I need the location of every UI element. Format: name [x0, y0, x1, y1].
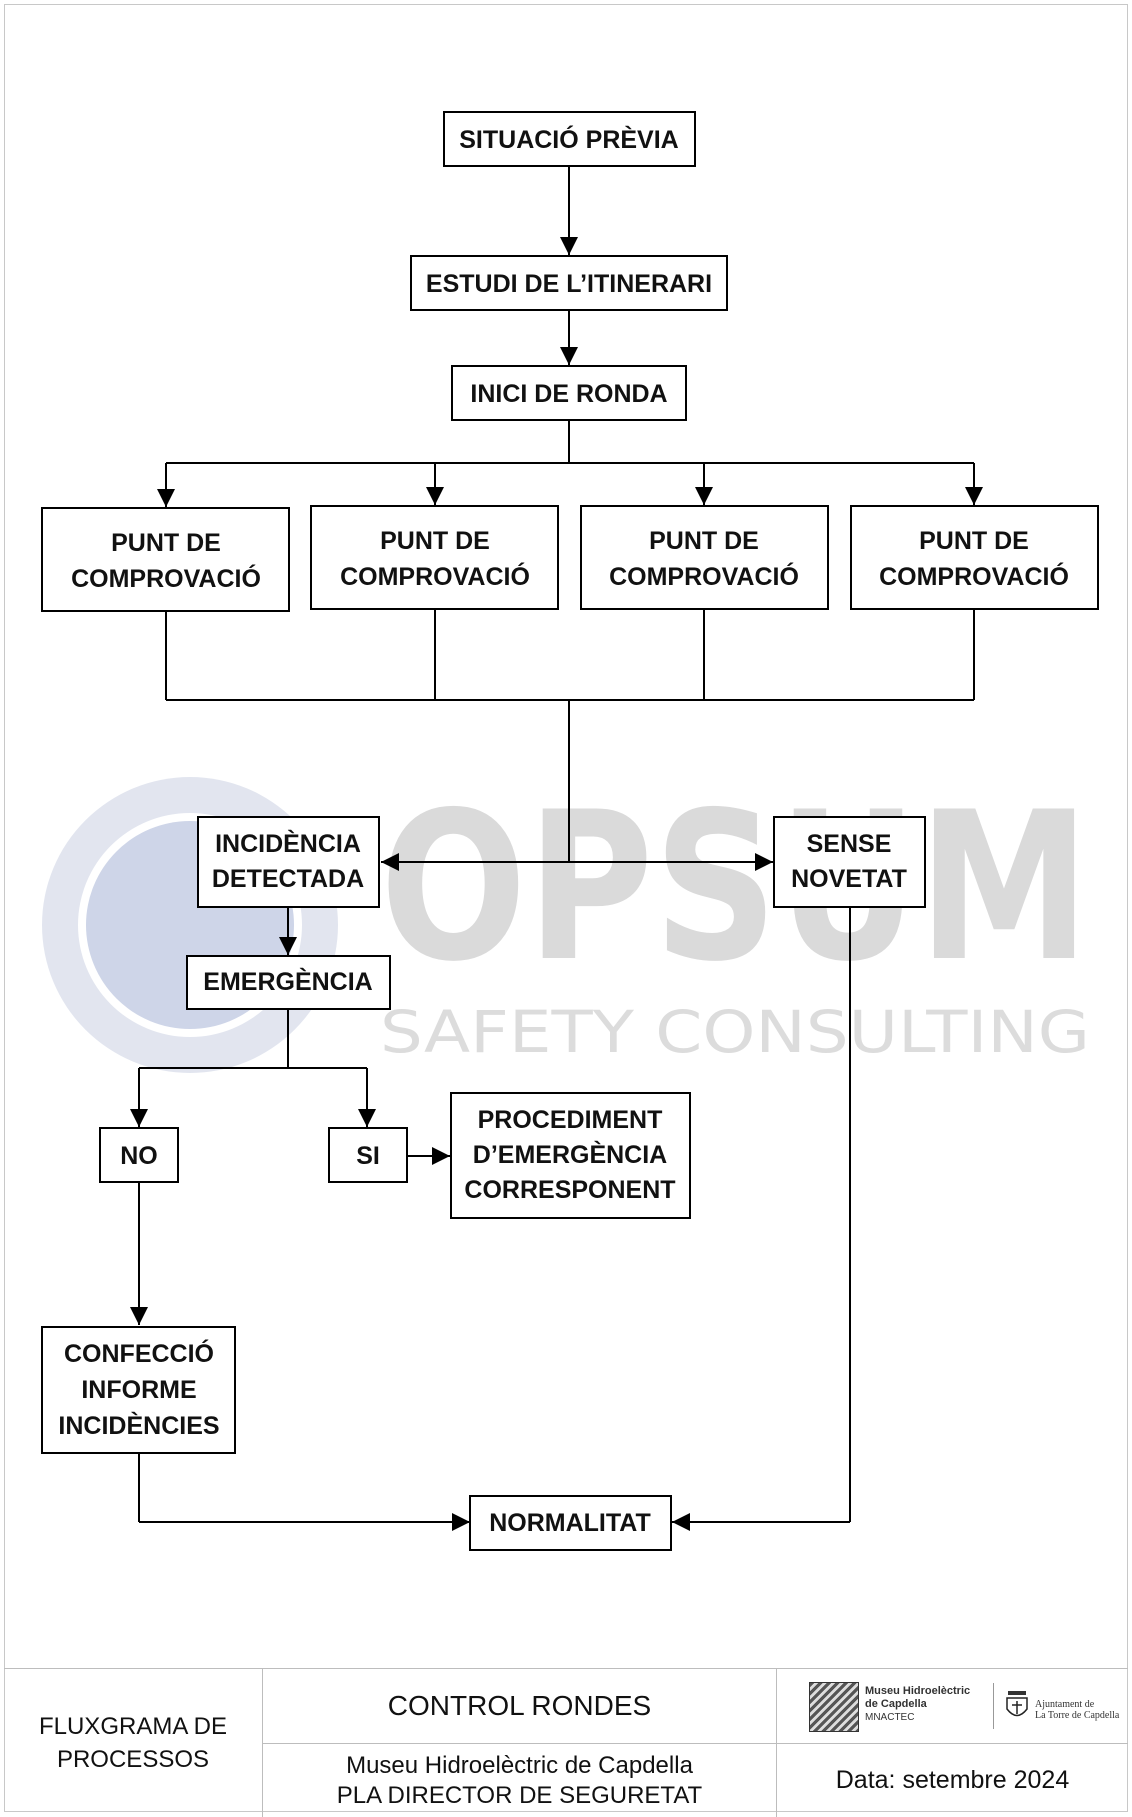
- doc-type-line2: PROCESSOS: [56, 1746, 210, 1773]
- node-normality: [469, 1495, 672, 1551]
- museum-logo-line2: de Capdella: [865, 1698, 927, 1710]
- logo-separator: [993, 1683, 994, 1729]
- footer-divider-3: [262, 1743, 1128, 1744]
- node-previous-situation: [443, 111, 696, 167]
- site-cell: Museu Hidroelèctric de Capdella PLA DIRE…: [263, 1744, 776, 1817]
- node-no-news: [773, 816, 926, 908]
- logos-cell: Museu Hidroelèctric de Capdella MNACTEC …: [777, 1669, 1128, 1743]
- node-route-study: [410, 255, 728, 311]
- node-checkpoint-4: [850, 505, 1099, 610]
- node-incident-detected: [197, 816, 380, 908]
- watermark: OPSUM SAFETY CONSULTING: [42, 769, 1090, 1073]
- label-checkpoint-3-line1: PUNT DE: [649, 527, 759, 555]
- label-checkpoint-1-line2: COMPROVACIÓ: [71, 563, 261, 593]
- node-incident-report: [41, 1326, 236, 1454]
- label-checkpoint-4-line1: PUNT DE: [919, 527, 1029, 555]
- museum-logo-line1: Museu Hidroelèctric: [865, 1685, 971, 1697]
- museum-logo-line3: MNACTEC: [865, 1712, 915, 1723]
- label-procedure-line2: D’EMERGÈNCIA: [473, 1140, 667, 1169]
- doc-type-line1: FLUXGRAMA DE: [38, 1713, 228, 1740]
- node-checkpoint-2: [310, 505, 559, 610]
- date-cell: Data: setembre 2024: [777, 1744, 1128, 1817]
- date-label: Data: setembre 2024: [835, 1766, 1070, 1794]
- label-checkpoint-2-line1: PUNT DE: [380, 527, 490, 555]
- site-name: Museu Hidroelèctric de Capdella: [346, 1751, 693, 1779]
- label-incident-line1: INCIDÈNCIA: [215, 829, 361, 858]
- flowchart: OPSUM SAFETY CONSULTING: [41, 111, 1099, 1551]
- label-emergency: EMERGÈNCIA: [203, 967, 372, 996]
- label-yes: SI: [356, 1142, 380, 1170]
- council-logo-line1: Ajuntament de: [1035, 1699, 1095, 1710]
- footer: FLUXGRAMA DE PROCESSOS CONTROL RONDES Mu…: [4, 1668, 1128, 1817]
- label-checkpoint-2-line2: COMPROVACIÓ: [340, 561, 530, 591]
- connectors: [130, 166, 983, 1531]
- plan-name: PLA DIRECTOR DE SEGURETAT: [336, 1781, 703, 1809]
- label-previous-situation: SITUACIÓ PRÈVIA: [459, 124, 678, 154]
- label-procedure-line1: PROCEDIMENT: [478, 1106, 663, 1134]
- label-normality: NORMALITAT: [489, 1509, 651, 1537]
- label-incident-line2: DETECTADA: [212, 865, 364, 893]
- doc-title: CONTROL RONDES: [387, 1690, 652, 1721]
- council-crest-icon: [1006, 1691, 1028, 1717]
- node-checkpoint-1: [41, 507, 290, 612]
- node-emergency-procedure: [450, 1092, 691, 1219]
- doc-type-cell: FLUXGRAMA DE PROCESSOS: [4, 1669, 262, 1817]
- node-no: [99, 1127, 179, 1183]
- node-checkpoint-3: [580, 505, 829, 610]
- node-round-start: [451, 365, 687, 421]
- label-report-line2: INFORME: [81, 1376, 196, 1404]
- council-logo-line2: La Torre de Capdella: [1035, 1710, 1120, 1721]
- label-no-news-line2: NOVETAT: [791, 865, 907, 893]
- doc-title-cell: CONTROL RONDES: [263, 1669, 776, 1743]
- label-report-line1: CONFECCIÓ: [64, 1338, 214, 1368]
- label-checkpoint-3-line2: COMPROVACIÓ: [609, 561, 799, 591]
- council-logo-text: Ajuntament de La Torre de Capdella: [1035, 1699, 1119, 1721]
- node-emergency: [186, 955, 391, 1010]
- label-checkpoint-1-line1: PUNT DE: [111, 529, 221, 557]
- label-checkpoint-4-line2: COMPROVACIÓ: [879, 561, 1069, 591]
- label-round-start: INICI DE RONDA: [470, 380, 667, 408]
- label-no: NO: [120, 1142, 158, 1170]
- node-yes: [328, 1127, 408, 1183]
- label-report-line3: INCIDÈNCIES: [58, 1411, 219, 1440]
- label-route-study: ESTUDI DE L’ITINERARI: [426, 270, 712, 298]
- label-no-news-line1: SENSE: [807, 830, 892, 858]
- museum-logo-icon: [809, 1682, 859, 1732]
- page-frame: [4, 4, 1128, 1812]
- label-procedure-line3: CORRESPONENT: [464, 1176, 675, 1204]
- museum-logo-text: Museu Hidroelèctric de Capdella MNACTEC: [865, 1685, 970, 1724]
- watermark-tagline: SAFETY CONSULTING: [380, 998, 1090, 1066]
- watermark-brand: OPSUM: [380, 769, 1090, 1007]
